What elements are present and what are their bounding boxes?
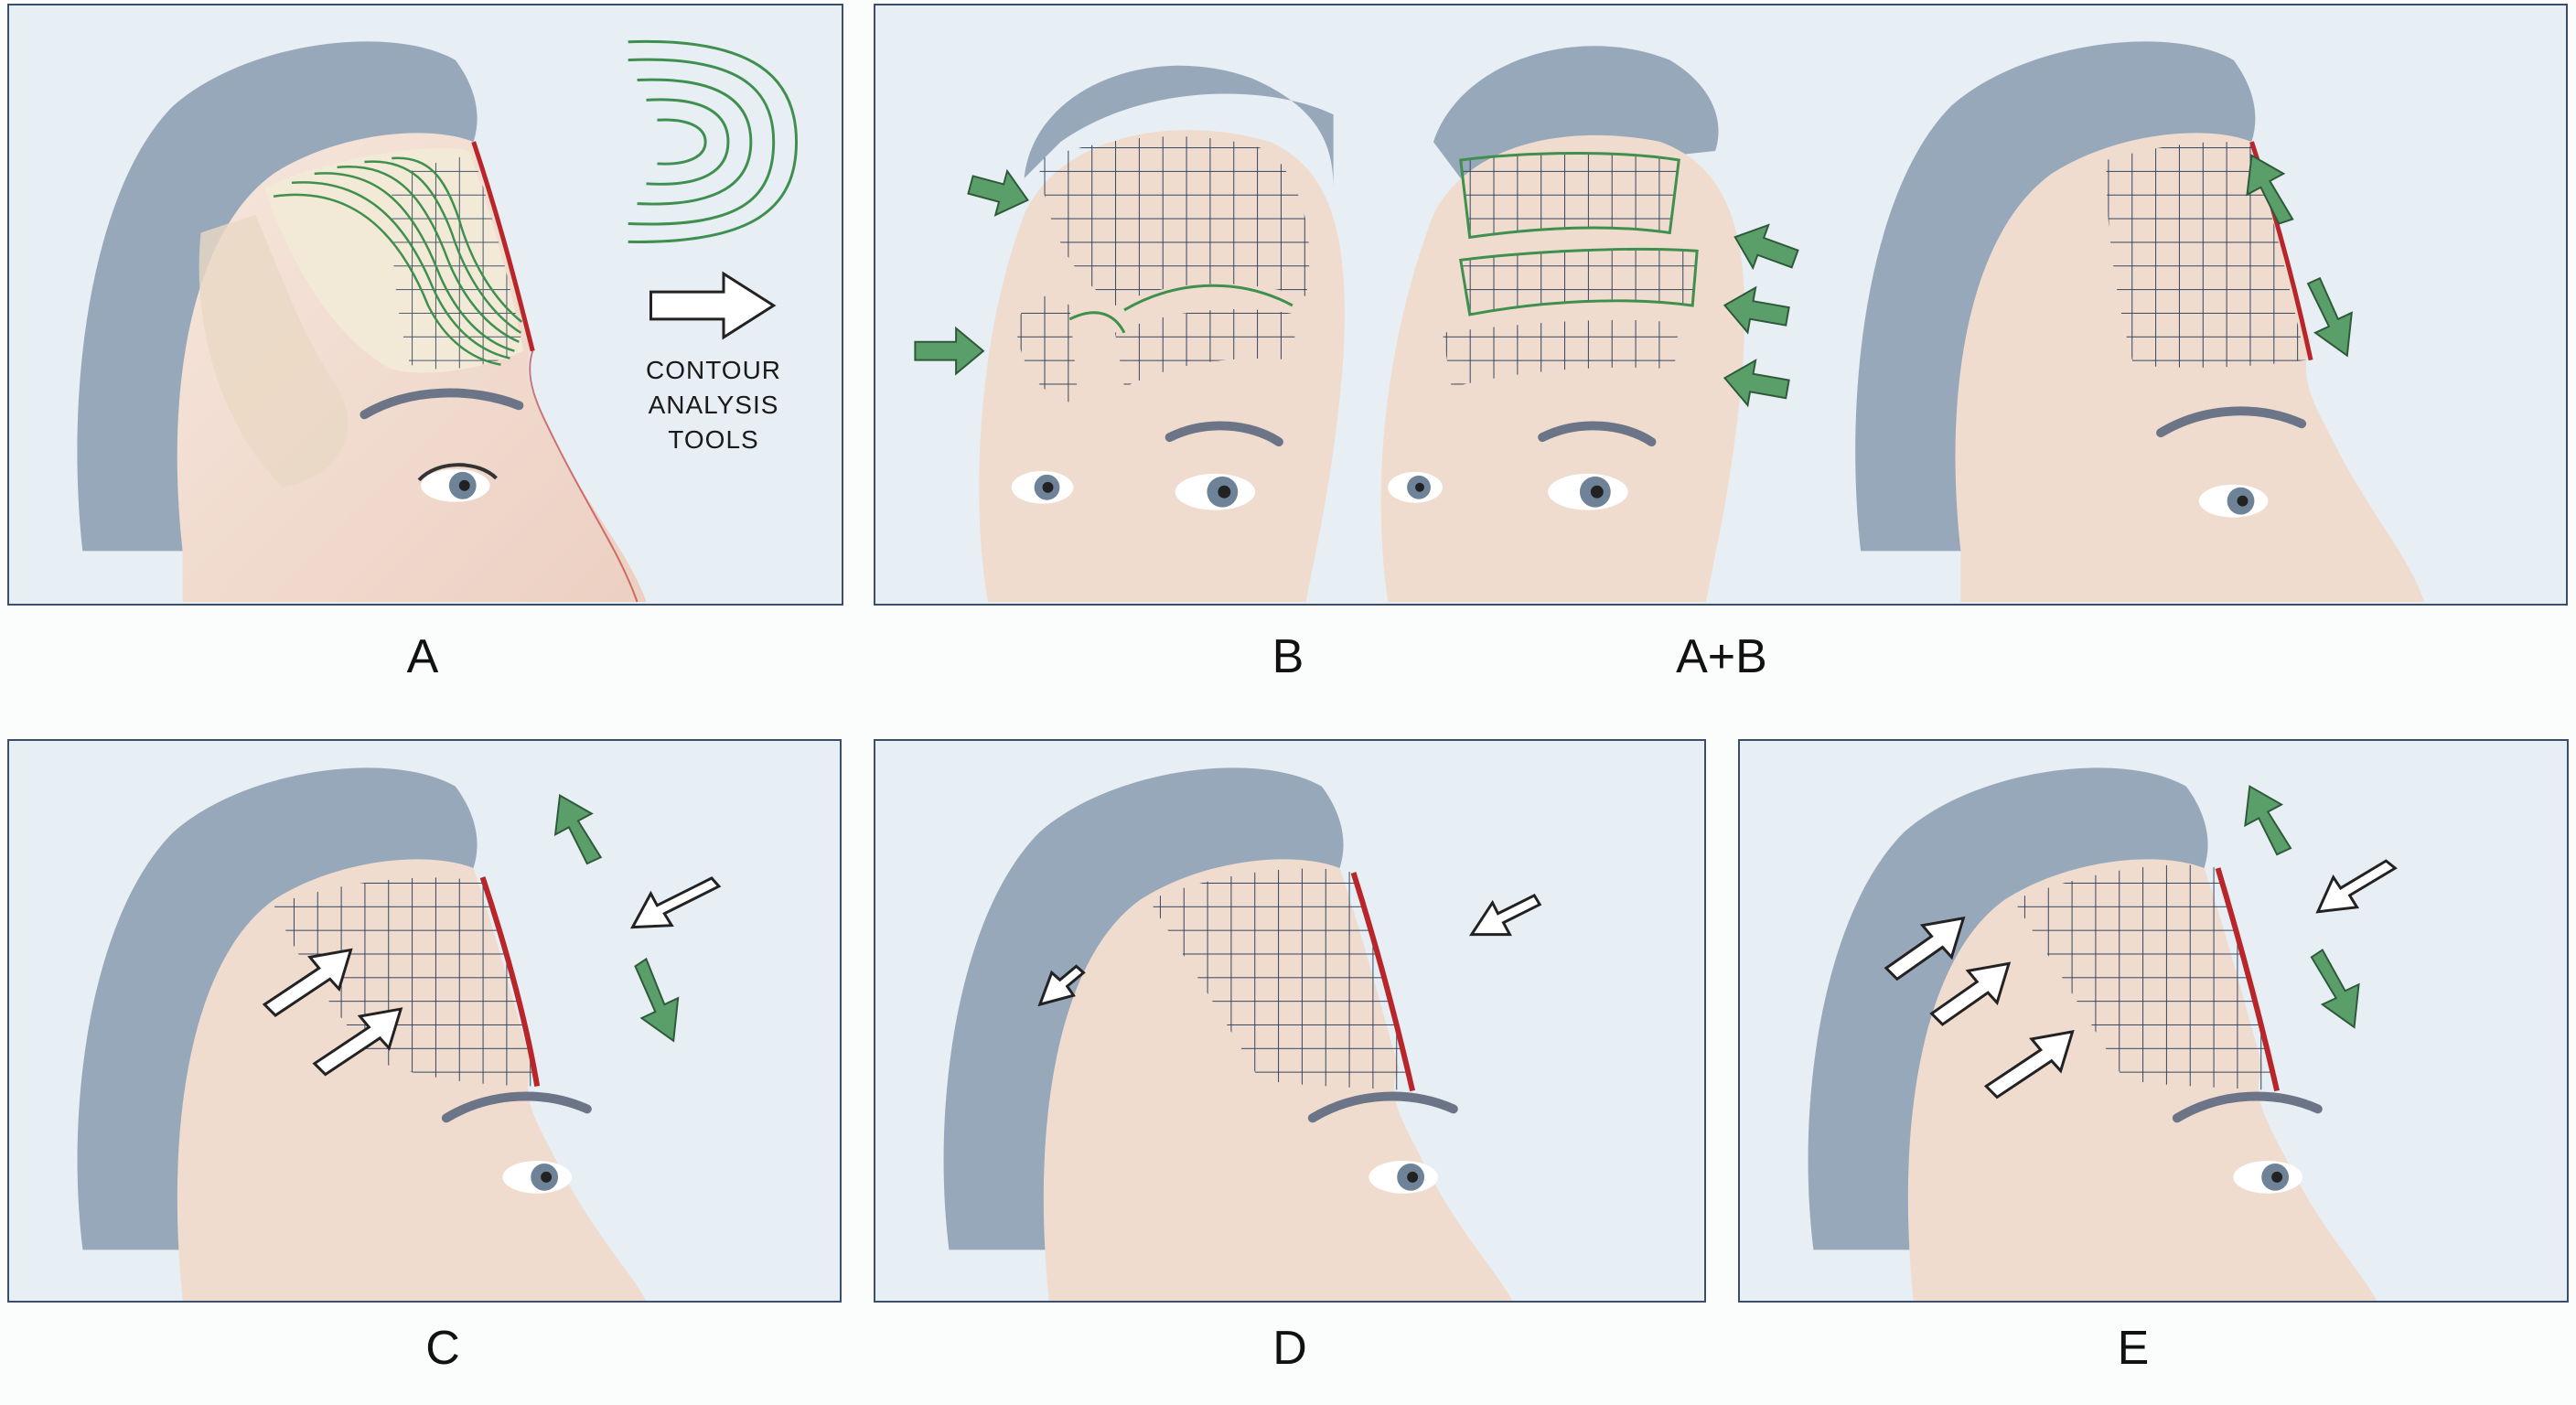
tools-text-line-2: ANALYSIS bbox=[648, 391, 779, 419]
forehead-illustration-c bbox=[77, 767, 722, 1301]
green-arrow-icon bbox=[553, 794, 680, 1043]
panel-a: CONTOUR ANALYSIS TOOLS bbox=[7, 4, 843, 606]
panel-c bbox=[7, 739, 842, 1303]
panel-e-label: E bbox=[2117, 1322, 2150, 1375]
white-arrow-icon bbox=[649, 271, 777, 340]
white-arrow-icon bbox=[1884, 859, 2398, 1099]
green-arrow-icon bbox=[914, 154, 2353, 408]
panel-e bbox=[1738, 739, 2569, 1303]
contour-analysis-tools-caption: CONTOUR ANALYSIS TOOLS bbox=[595, 353, 832, 457]
panel-c-label: C bbox=[425, 1322, 460, 1375]
forehead-illustration-d bbox=[943, 767, 1542, 1301]
forehead-illustration-e bbox=[1808, 767, 2398, 1301]
white-arrow-icon bbox=[1037, 893, 1542, 1007]
panel-a-label: A bbox=[406, 630, 439, 683]
panel-d bbox=[874, 739, 1706, 1303]
panel-a-plus-b-label: A+B bbox=[1676, 630, 1767, 683]
forehead-illustration-a bbox=[77, 39, 799, 603]
white-arrow-icon bbox=[262, 876, 722, 1077]
panel-b bbox=[874, 4, 2568, 606]
green-arrow-icon bbox=[2244, 785, 2360, 1029]
tools-text-line-3: TOOLS bbox=[668, 425, 759, 454]
contour-lines-icon bbox=[628, 39, 799, 243]
tools-text-line-1: CONTOUR bbox=[645, 356, 782, 384]
panel-b-label: B bbox=[1272, 630, 1304, 683]
forehead-illustration-b bbox=[914, 41, 2425, 603]
panel-d-label: D bbox=[1272, 1322, 1307, 1375]
